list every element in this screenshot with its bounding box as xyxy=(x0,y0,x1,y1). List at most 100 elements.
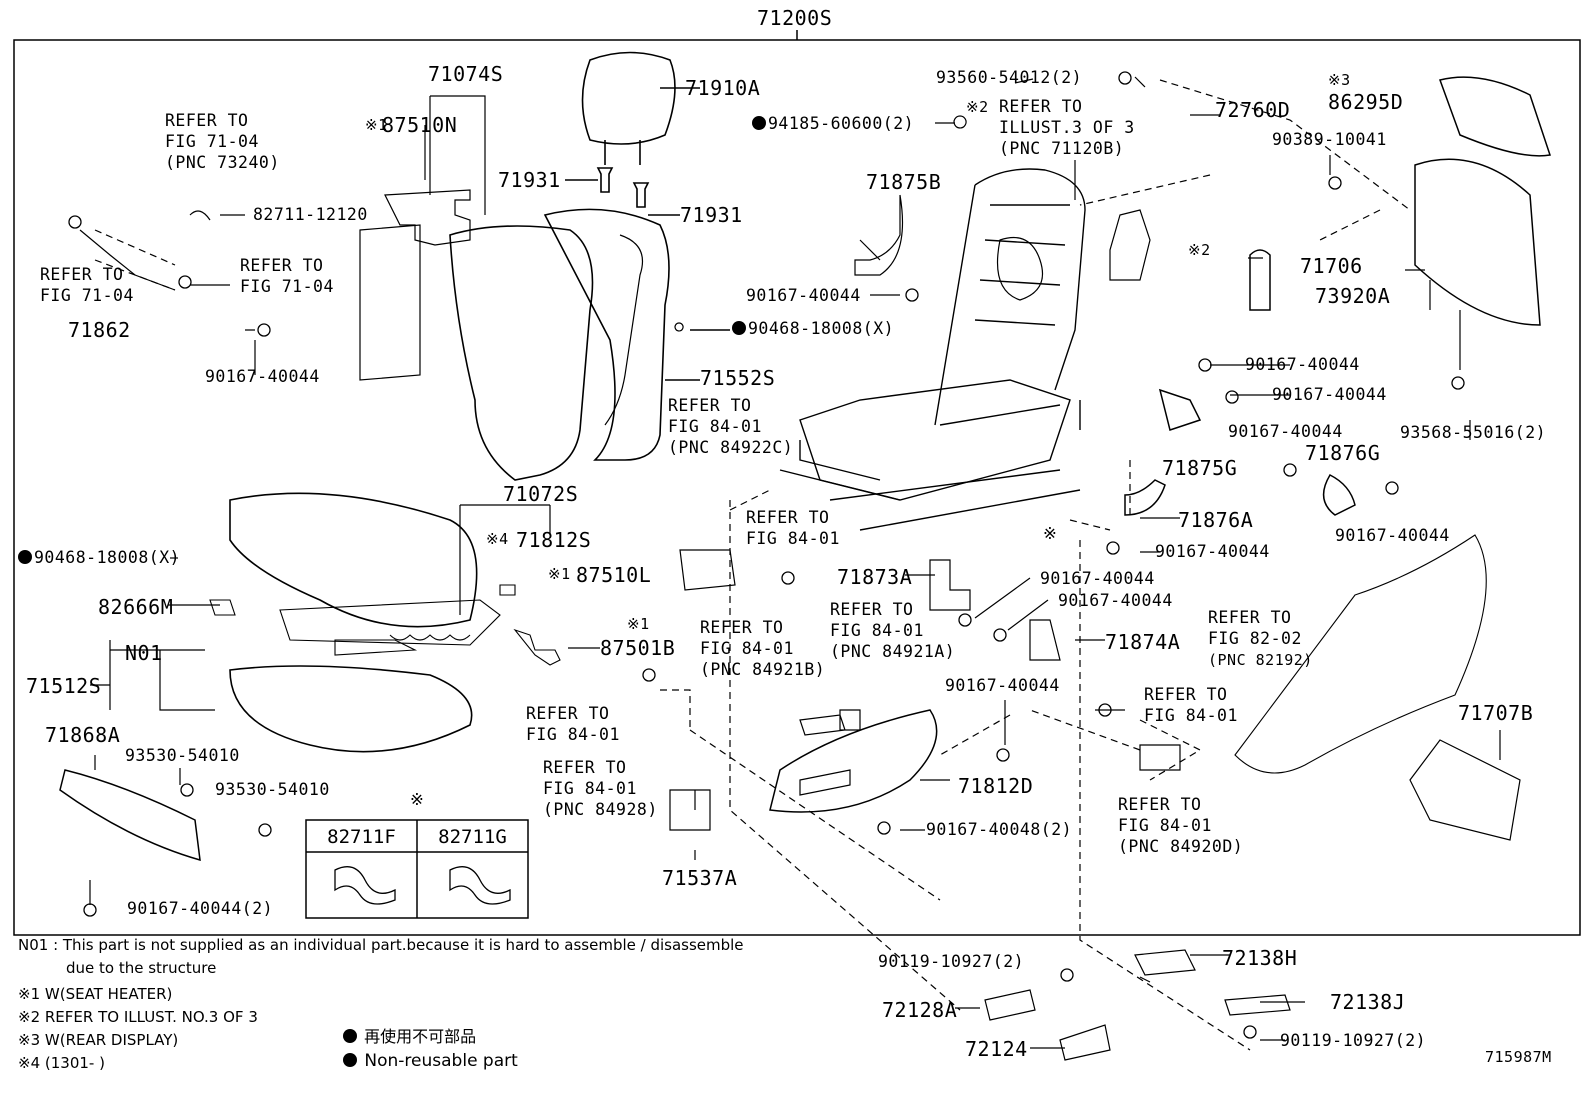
dashed-guides xyxy=(94,79,1411,1051)
part-90167-40044-g[interactable]: 90167-40044 xyxy=(1155,542,1270,561)
part-87510L[interactable]: 87510L xyxy=(576,563,652,587)
part-71931-bottom[interactable]: 71931 xyxy=(680,203,743,227)
refer-r1-line3[interactable]: (PNC 73240) xyxy=(165,153,280,172)
refer-r12-line2[interactable]: FIG 84-01 xyxy=(1144,706,1238,725)
refer-r10-line2[interactable]: FIG 84-01 xyxy=(543,779,637,798)
part-72138H[interactable]: 72138H xyxy=(1222,946,1298,970)
part-71812S[interactable]: 71812S xyxy=(516,528,592,552)
bolt-symbols xyxy=(68,71,1465,1039)
part-82711-12120[interactable]: 82711-12120 xyxy=(253,205,368,224)
refer-r4-line3[interactable]: (PNC 71120B) xyxy=(999,139,1125,158)
part-90167-40044-j[interactable]: 90167-40044 xyxy=(945,676,1060,695)
part-90167-40044-c[interactable]: 90167-40044 xyxy=(1245,355,1360,374)
refer-r7-line2[interactable]: FIG 84-01 xyxy=(700,639,794,658)
part-93568-55016[interactable]: 93568-55016(2) xyxy=(1400,423,1547,442)
part-90167-40044-h[interactable]: 90167-40044 xyxy=(1040,569,1155,588)
mark-x1-87510L: ※1 xyxy=(548,565,571,583)
refer-r1-line1[interactable]: REFER TO xyxy=(165,111,249,130)
part-90167-40048[interactable]: 90167-40048(2) xyxy=(926,820,1073,839)
refer-r4-line1[interactable]: REFER TO xyxy=(999,97,1083,116)
part-71931-top[interactable]: 71931 xyxy=(498,168,561,192)
part-90167-40044-f[interactable]: 90167-40044 xyxy=(1335,526,1450,545)
part-71537A[interactable]: 71537A xyxy=(662,866,738,890)
refer-r9-line2[interactable]: FIG 84-01 xyxy=(526,725,620,744)
refer-r3-line1[interactable]: REFER TO xyxy=(240,256,324,275)
part-86295D[interactable]: 86295D xyxy=(1328,90,1404,114)
part-71876A[interactable]: 71876A xyxy=(1178,508,1254,532)
refer-r9-line1[interactable]: REFER TO xyxy=(526,704,610,723)
part-90468-18008-a[interactable]: 90468-18008(X) xyxy=(732,320,894,338)
assembly-number[interactable]: 71200S xyxy=(757,6,833,30)
refer-r7-line3[interactable]: (PNC 84921B) xyxy=(700,660,826,679)
part-71876G[interactable]: 71876G xyxy=(1305,441,1381,465)
refer-r6-line2[interactable]: FIG 84-01 xyxy=(746,529,840,548)
part-90389-10041[interactable]: 90389-10041 xyxy=(1272,130,1387,149)
part-90468-18008-b[interactable]: 90468-18008(X) xyxy=(18,549,180,567)
part-71552S[interactable]: 71552S xyxy=(700,366,776,390)
mark-x1-87501B: ※1 xyxy=(627,615,650,633)
part-71910A[interactable]: 71910A xyxy=(685,76,761,100)
refer-r8-line3[interactable]: (PNC 84921A) xyxy=(830,642,956,661)
part-71874A[interactable]: 71874A xyxy=(1105,630,1181,654)
part-82666M[interactable]: 82666M xyxy=(98,595,174,619)
part-71706[interactable]: 71706 xyxy=(1300,254,1363,278)
part-94185-60600[interactable]: 94185-60600(2) xyxy=(752,115,914,133)
part-71074S[interactable]: 71074S xyxy=(428,62,504,86)
refer-r13-line1[interactable]: REFER TO xyxy=(1118,795,1202,814)
part-72124[interactable]: 72124 xyxy=(965,1037,1028,1061)
part-87501B[interactable]: 87501B xyxy=(600,636,676,660)
part-71072S[interactable]: 71072S xyxy=(503,482,579,506)
part-93560-54012[interactable]: 93560-54012(2) xyxy=(936,68,1083,87)
refer-r11-line1[interactable]: REFER TO xyxy=(1208,608,1292,627)
part-72128A[interactable]: 72128A xyxy=(882,998,958,1022)
refer-r6-line1[interactable]: REFER TO xyxy=(746,508,830,527)
part-71875B[interactable]: 71875B xyxy=(866,170,942,194)
refer-r8-line1[interactable]: REFER TO xyxy=(830,600,914,619)
part-93530-54010-a[interactable]: 93530-54010 xyxy=(125,746,240,765)
part-71873A[interactable]: 71873A xyxy=(837,565,913,589)
part-71862[interactable]: 71862 xyxy=(68,318,131,342)
refer-r7-line1[interactable]: REFER TO xyxy=(700,618,784,637)
part-N01[interactable]: N01 xyxy=(125,641,163,665)
refer-r5-line3[interactable]: (PNC 84922C) xyxy=(668,438,794,457)
part-71707B[interactable]: 71707B xyxy=(1458,701,1534,725)
refer-r12-line1[interactable]: REFER TO xyxy=(1144,685,1228,704)
part-73920A[interactable]: 73920A xyxy=(1315,284,1391,308)
part-72138J[interactable]: 72138J xyxy=(1330,990,1406,1014)
part-71512S[interactable]: 71512S xyxy=(26,674,102,698)
part-90167-40044-e[interactable]: 90167-40044 xyxy=(1228,422,1343,441)
part-82711G[interactable]: 82711G xyxy=(438,826,507,848)
mark-x4: ※4 xyxy=(486,530,509,548)
part-93530-54010-b[interactable]: 93530-54010 xyxy=(215,780,330,799)
refer-r3-line2[interactable]: FIG 71-04 xyxy=(240,277,334,296)
refer-r5-line2[interactable]: FIG 84-01 xyxy=(668,417,762,436)
part-90167-40044-i[interactable]: 90167-40044 xyxy=(1058,591,1173,610)
part-82711F[interactable]: 82711F xyxy=(327,826,396,848)
part-87510N[interactable]: 87510N xyxy=(382,113,458,137)
right-parts-drawing xyxy=(929,76,1551,1061)
part-90167-40044-b[interactable]: 90167-40044 xyxy=(746,286,861,305)
refer-r2-line1[interactable]: REFER TO xyxy=(40,265,124,284)
part-90167-40044-2a[interactable]: 90167-40044(2) xyxy=(127,899,274,918)
part-71812D[interactable]: 71812D xyxy=(958,774,1034,798)
refer-r4-line2[interactable]: ILLUST.3 OF 3 xyxy=(999,118,1135,137)
part-90119-10927-a[interactable]: 90119-10927(2) xyxy=(878,952,1025,971)
refer-r1-line2[interactable]: FIG 71-04 xyxy=(165,132,259,151)
refer-r13-line3[interactable]: (PNC 84920D) xyxy=(1118,837,1244,856)
part-90167-40044-d[interactable]: 90167-40044 xyxy=(1272,385,1387,404)
part-90119-10927-b[interactable]: 90119-10927(2) xyxy=(1280,1031,1427,1050)
part-90167-40044-a[interactable]: 90167-40044 xyxy=(205,367,320,386)
refer-r2-line2[interactable]: FIG 71-04 xyxy=(40,286,134,305)
part-71868A[interactable]: 71868A xyxy=(45,723,121,747)
refer-r8-line2[interactable]: FIG 84-01 xyxy=(830,621,924,640)
mark-x: ※ xyxy=(1043,524,1058,543)
seatback-drawing xyxy=(359,189,730,481)
refer-r5-line1[interactable]: REFER TO xyxy=(668,396,752,415)
refer-r11-line3[interactable]: (PNC 82192) xyxy=(1208,651,1313,669)
refer-r10-line1[interactable]: REFER TO xyxy=(543,758,627,777)
part-71875G[interactable]: 71875G xyxy=(1162,456,1238,480)
refer-r11-line2[interactable]: FIG 82-02 xyxy=(1208,629,1302,648)
part-72760D[interactable]: 72760D xyxy=(1215,98,1291,122)
refer-r10-line3[interactable]: (PNC 84928) xyxy=(543,800,658,819)
refer-r13-line2[interactable]: FIG 84-01 xyxy=(1118,816,1212,835)
